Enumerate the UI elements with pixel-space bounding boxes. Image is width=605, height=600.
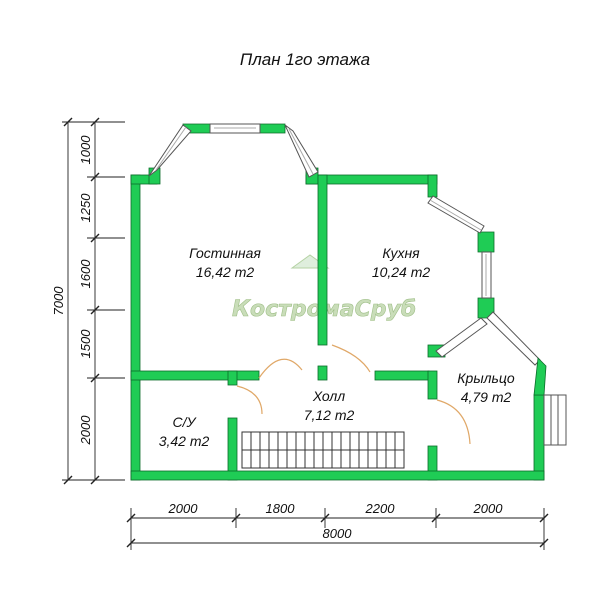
bottom-dimensions: [126, 508, 549, 550]
porch-steps: [543, 394, 567, 446]
dim-bottom-2: 1800: [266, 501, 296, 516]
room-living-area: 16,42 m2: [196, 264, 255, 280]
dim-bottom-4: 2000: [473, 501, 504, 516]
dim-left-3: 1600: [78, 259, 93, 289]
dim-left-4: 1500: [78, 329, 93, 359]
room-kitchen-area: 10,24 m2: [372, 264, 431, 280]
windows: [148, 123, 541, 366]
staircase: [241, 431, 405, 469]
left-dimensions: [62, 117, 125, 485]
plan-title: План 1го этажа: [240, 50, 370, 69]
room-porch-name: Крыльцо: [457, 370, 515, 386]
dim-left-1: 1000: [78, 135, 93, 165]
room-hall-area: 7,12 m2: [304, 407, 355, 423]
dim-bottom-1: 2000: [168, 501, 199, 516]
dim-total-height: 7000: [51, 286, 66, 316]
room-hall-name: Холл: [312, 388, 345, 404]
room-porch-area: 4,79 m2: [461, 389, 512, 405]
room-bath-area: 3,42 m2: [159, 433, 210, 449]
left-dimension-labels: 1000 1250 1600 1500 2000 7000: [51, 135, 93, 446]
room-living-name: Гостинная: [189, 245, 261, 261]
dim-left-5: 2000: [78, 415, 93, 446]
doors: [236, 344, 471, 445]
dim-total-width: 8000: [323, 526, 353, 541]
dim-left-2: 1250: [78, 193, 93, 223]
room-kitchen-name: Кухня: [382, 245, 420, 261]
bottom-dimension-labels: 2000 1800 2200 2000 8000: [168, 501, 504, 541]
room-bath-name: С/У: [173, 414, 198, 430]
dim-bottom-3: 2200: [365, 501, 396, 516]
room-labels: Гостинная 16,42 m2 Кухня 10,24 m2 Холл 7…: [159, 245, 515, 449]
